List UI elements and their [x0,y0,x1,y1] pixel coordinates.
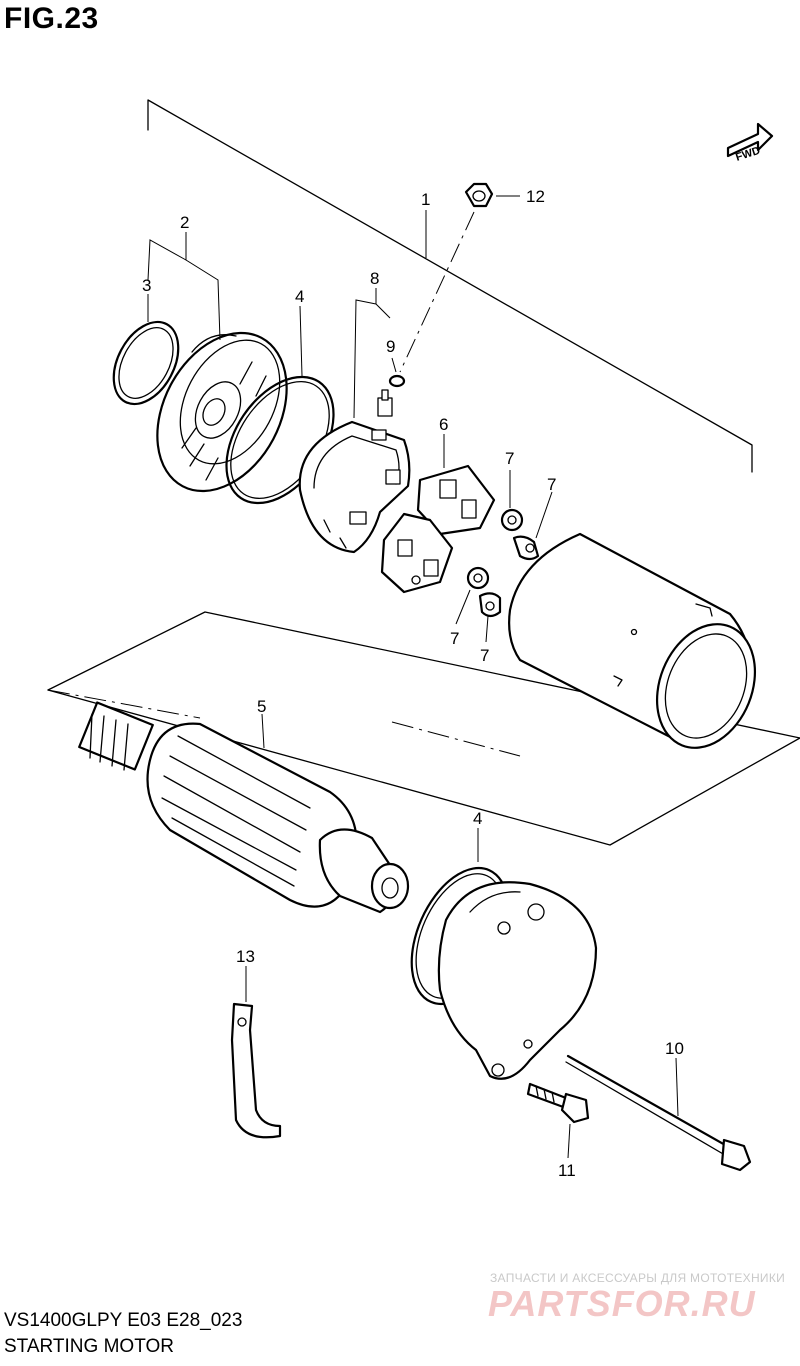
callout-7-b: 7 [547,475,556,494]
callout-7-c: 7 [450,629,459,648]
brush-holder-part-8 [298,420,411,554]
watermark-tagline: ЗАПЧАСТИ И АКСЕССУАРЫ ДЛЯ МОТОТЕХНИКИ [490,1271,786,1285]
callout-8: 8 [370,269,379,288]
callout-10: 10 [665,1039,684,1058]
end-cover [437,881,598,1080]
callout-4-upper: 4 [295,287,304,306]
brush-part-7-c [466,566,490,590]
figure-title: FIG.23 [4,2,99,35]
callout-13: 13 [236,947,255,966]
callout-4-lower: 4 [473,809,482,828]
leader-lines [147,195,679,1159]
fwd-arrow-icon: FWD [726,122,774,164]
callout-12: 12 [526,187,545,206]
bolt-part-11 [526,1082,590,1124]
callout-3: 3 [142,276,151,295]
brush-part-7-b [512,535,540,561]
callout-9: 9 [386,337,395,356]
o-ring-part-9 [388,374,406,388]
nut-part-12 [464,182,494,208]
assembly-bracket-upper [147,99,753,473]
callout-6: 6 [439,415,448,434]
section-title: STARTING MOTOR [4,1336,174,1357]
o-ring-part-3 [112,320,180,406]
callout-11: 11 [558,1161,576,1180]
brush-part-7-a [500,508,524,532]
front-housing-part-2 [156,331,288,493]
model-code: VS1400GLPY E03 E28_023 [4,1310,243,1331]
callout-1: 1 [421,190,430,209]
center-lines [47,689,521,757]
callout-7-d: 7 [480,646,489,665]
lead-wire-part-13 [230,1002,282,1139]
callout-7-a: 7 [505,449,514,468]
yoke-housing [508,532,757,749]
brush-part-7-d [478,592,502,618]
brush-plate-part-6 [380,464,496,594]
armature-part-5 [78,701,410,914]
watermark-brand: PARTSFOR.RU [488,1283,756,1324]
through-bolt-part-10 [565,1054,752,1172]
terminal-stud [377,389,393,417]
callout-2: 2 [180,213,189,232]
callout-5: 5 [257,697,266,716]
